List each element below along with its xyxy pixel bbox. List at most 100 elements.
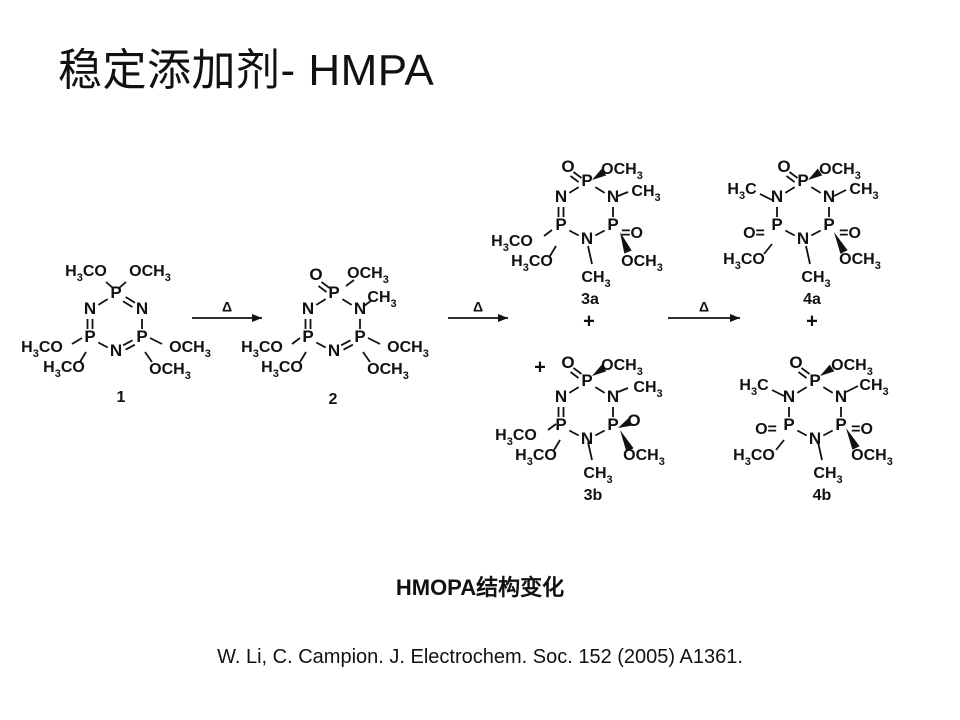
ring-double-bond bbox=[122, 300, 133, 308]
phosphorus-atom: P bbox=[354, 327, 365, 346]
ring-bond bbox=[796, 386, 808, 394]
wedge-bond bbox=[592, 364, 607, 376]
bond bbox=[617, 387, 629, 393]
wedge-bond bbox=[808, 168, 823, 180]
bond bbox=[299, 351, 307, 363]
ring-bond bbox=[315, 341, 327, 349]
nitrogen-atom: N bbox=[555, 187, 567, 206]
oxygen-atom: O bbox=[561, 353, 574, 372]
atom-label: H3CO bbox=[515, 447, 557, 468]
oxygen-atom: O bbox=[777, 157, 790, 176]
atom-label: H3CO bbox=[495, 427, 537, 448]
phosphorus-atom: P bbox=[328, 283, 339, 302]
bond bbox=[771, 389, 785, 397]
nitrogen-atom: N bbox=[110, 341, 122, 360]
nitrogen-atom: N bbox=[823, 187, 835, 206]
compound-label-2: 2 bbox=[329, 391, 338, 408]
ring-bond bbox=[594, 429, 606, 437]
ring-double-bond bbox=[122, 339, 133, 347]
double-bond bbox=[797, 371, 808, 379]
nitrogen-atom: N bbox=[771, 187, 783, 206]
heat-symbol: Δ bbox=[222, 299, 232, 315]
nitrogen-atom: N bbox=[607, 387, 619, 406]
wedge-bond bbox=[834, 232, 848, 254]
phosphorus-atom: P bbox=[581, 371, 592, 390]
ring-bond bbox=[810, 186, 822, 194]
bond bbox=[362, 351, 371, 363]
wedge-bond bbox=[592, 168, 607, 180]
arrow-head bbox=[730, 314, 740, 322]
ring-bond bbox=[97, 341, 109, 349]
bond bbox=[543, 229, 553, 237]
atom-label: H3CO bbox=[261, 359, 303, 380]
atom-label: H3CO bbox=[511, 253, 553, 274]
atom-label: OCH3 bbox=[601, 161, 643, 182]
bond bbox=[845, 385, 859, 393]
atom-label: CH3 bbox=[859, 377, 888, 398]
atom-label: OCH3 bbox=[347, 265, 389, 286]
bond bbox=[79, 351, 87, 363]
bond bbox=[617, 191, 629, 197]
compound-label-3b: 3b bbox=[584, 487, 603, 504]
atom-label: CH3 bbox=[631, 183, 660, 204]
ring-bond bbox=[594, 386, 606, 394]
bond bbox=[367, 337, 381, 345]
ring-bond bbox=[568, 229, 580, 237]
nitrogen-atom: N bbox=[84, 299, 96, 318]
ring-double-bond bbox=[125, 343, 136, 351]
atom-label: CH3 bbox=[813, 465, 842, 486]
phosphorus-atom: P bbox=[110, 283, 121, 302]
phosphorus-atom: P bbox=[797, 171, 808, 190]
atom-label: H3CO bbox=[21, 339, 63, 360]
double-bond bbox=[788, 171, 799, 179]
heat-symbol: Δ bbox=[699, 299, 709, 315]
ring-bond bbox=[97, 298, 109, 306]
atom-label: O= bbox=[755, 421, 777, 438]
atom-label: H3CO bbox=[241, 339, 283, 360]
atom-label: CH3 bbox=[367, 289, 396, 310]
heat-symbol: Δ bbox=[473, 299, 483, 315]
atom-label: H3C bbox=[739, 377, 769, 398]
phosphorus-atom: P bbox=[555, 415, 566, 434]
double-bond bbox=[572, 367, 583, 375]
bond bbox=[549, 245, 557, 257]
atom-label: H3C bbox=[727, 181, 757, 202]
atom-label: H3CO bbox=[65, 263, 107, 284]
atom-label: CH3 bbox=[633, 379, 662, 400]
compound-label-4a: 4a bbox=[803, 291, 821, 308]
nitrogen-atom: N bbox=[302, 299, 314, 318]
bond bbox=[118, 281, 127, 289]
atom-label: =O bbox=[851, 421, 873, 438]
ring-bond bbox=[568, 186, 580, 194]
plus-sign: + bbox=[806, 310, 818, 332]
phosphorus-atom: P bbox=[607, 415, 618, 434]
double-bond bbox=[572, 171, 583, 179]
ring-bond bbox=[822, 386, 834, 394]
phosphorus-atom: P bbox=[809, 371, 820, 390]
oxygen-atom: O bbox=[789, 353, 802, 372]
ring-bond bbox=[822, 429, 834, 437]
atom-label: OCH3 bbox=[387, 339, 429, 360]
atom-label: OCH3 bbox=[621, 253, 663, 274]
citation: W. Li, C. Campion. J. Electrochem. Soc. … bbox=[217, 646, 743, 668]
bond bbox=[553, 439, 561, 451]
nitrogen-atom: N bbox=[581, 429, 593, 448]
ring-bond bbox=[594, 229, 606, 237]
bond bbox=[144, 351, 153, 363]
nitrogen-atom: N bbox=[354, 299, 366, 318]
atom-label: CH3 bbox=[801, 269, 830, 290]
phosphorus-atom: P bbox=[581, 171, 592, 190]
phosphorus-atom: P bbox=[555, 215, 566, 234]
bond bbox=[587, 441, 593, 461]
ring-bond bbox=[568, 429, 580, 437]
bond bbox=[817, 441, 823, 461]
bond bbox=[149, 337, 163, 345]
phosphorus-atom: P bbox=[84, 327, 95, 346]
ring-bond bbox=[341, 298, 353, 306]
nitrogen-atom: N bbox=[328, 341, 340, 360]
phosphorus-atom: P bbox=[607, 215, 618, 234]
arrow-head bbox=[498, 314, 508, 322]
ring-bond bbox=[594, 186, 606, 194]
atom-label: =O bbox=[839, 225, 861, 242]
